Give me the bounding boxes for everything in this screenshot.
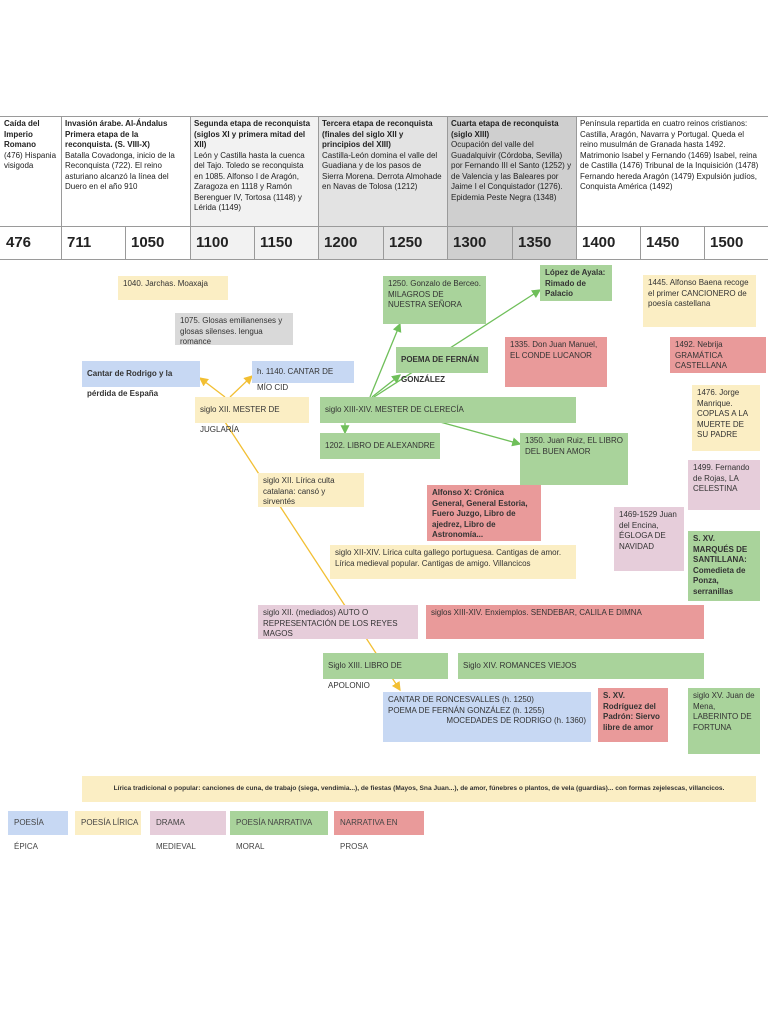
- period-body: (476) Hispania visigoda: [4, 150, 57, 171]
- box-manrique: 1476. Jorge Manrique. COPLAS A LA MUERTE…: [692, 385, 760, 451]
- box-padron: S. XV. Rodríguez del Padrón: Siervo libr…: [598, 688, 668, 742]
- box-apolonio: Siglo XIII. LIBRO DE APOLONIO: [323, 653, 448, 690]
- arrow-clerecia-to-berceo: [369, 322, 402, 398]
- box-berceo: 1250. Gonzalo de Berceo. MILAGROS DE NUE…: [383, 276, 486, 324]
- year-1400: 1400: [576, 226, 640, 260]
- box-catalana: siglo XII. Lírica culta catalana: cansó …: [258, 473, 364, 507]
- box-romances: Siglo XIV. ROMANCES VIEJOS: [458, 653, 704, 679]
- period-third: Tercera etapa de reconquista (finales de…: [318, 116, 447, 226]
- box-gallego: siglo XII-XIV. Lírica culta gallego port…: [330, 545, 576, 579]
- arrow-juglaria-to-rodrigo: [198, 377, 226, 398]
- box-glosas: 1075. Glosas emilianenses y glosas silen…: [175, 313, 293, 346]
- box-rojas: 1499. Fernando de Rojas, LA CELESTINA: [688, 460, 760, 510]
- box-buen-amor: 1350. Juan Ruiz, EL LIBRO DEL BUEN AMOR: [520, 433, 628, 485]
- period-title: Invasión árabe. Al-Ándalus Primera etapa…: [65, 119, 168, 149]
- period-title: Tercera etapa de reconquista (finales de…: [322, 119, 433, 149]
- period-body: Península repartida en cuatro reinos cri…: [580, 119, 759, 191]
- roncesvalles-line-1: CANTAR DE RONCESVALLES (h. 1250): [388, 695, 534, 704]
- year-1050: 1050: [125, 226, 190, 260]
- box-nebrija: 1492. Nebrija GRAMÁTICA CASTELLANA: [670, 337, 766, 373]
- box-encina: 1469-1529 Juan del Encina, ÉGLOGA DE NAV…: [614, 507, 684, 571]
- box-juglaria: siglo XII. MESTER DE JUGLARÍA: [195, 397, 309, 434]
- box-cantar-rodrigo: Cantar de Rodrigo y la pérdida de España: [82, 361, 200, 398]
- period-body: Ocupación del valle del Guadalquivir (Có…: [451, 140, 572, 202]
- year-1200: 1200: [318, 226, 383, 260]
- box-santillana: S. XV. MARQUÉS DE SANTILLANA: Comedieta …: [688, 531, 760, 601]
- box-mio-cid: h. 1140. CANTAR DE MÍO CID: [252, 361, 354, 392]
- legend-epica: POESÍA ÉPICA: [8, 811, 68, 851]
- box-baena: 1445. Alfonso Baena recoge el primer CAN…: [643, 275, 756, 327]
- year-711: 711: [61, 226, 125, 260]
- box-ayala: López de Ayala: Rimado de Palacio: [540, 265, 612, 301]
- legend-lirica: POESÍA LÍRICA: [75, 811, 141, 835]
- arrow-clerecia-to-ayala: [373, 289, 542, 398]
- year-1500: 1500: [704, 226, 768, 260]
- box-alexandre: 1202. LIBRO DE ALEXANDRE: [320, 433, 440, 459]
- year-1300: 1300: [447, 226, 512, 260]
- roncesvalles-line-3: MOCEDADES DE RODRIGO (h. 1360): [446, 716, 586, 725]
- year-1450: 1450: [640, 226, 704, 260]
- arrow-clerecia-to-buenamor: [439, 421, 522, 447]
- year-1150: 1150: [254, 226, 318, 260]
- box-enxiemplos: siglos XIII-XIV. Enxiemplos. SENDEBAR, C…: [426, 605, 704, 639]
- period-body: León y Castilla hasta la cuenca del Tajo…: [194, 150, 305, 213]
- period-body: Batalla Covadonga, inicio de la Reconqui…: [65, 150, 175, 192]
- period-title: Segunda etapa de reconquista (siglos XI …: [194, 119, 311, 149]
- year-1350: 1350: [512, 226, 576, 260]
- box-jarchas: 1040. Jarchas. Moaxaja: [118, 276, 228, 300]
- legend-drama: DRAMA MEDIEVAL: [150, 811, 226, 851]
- period-arab: Invasión árabe. Al-Ándalus Primera etapa…: [61, 116, 190, 226]
- period-second: Segunda etapa de reconquista (siglos XI …: [190, 116, 318, 226]
- period-fifth: Península repartida en cuatro reinos cri…: [576, 116, 768, 226]
- period-fourth: Cuarta etapa de reconquista (siglo XIII)…: [447, 116, 576, 226]
- year-1250: 1250: [383, 226, 447, 260]
- box-lirica-tradicional: Lírica tradicional o popular: canciones …: [82, 776, 756, 802]
- box-reyes-magos: siglo XII. (mediados) AUTO O REPRESENTAC…: [258, 605, 418, 639]
- period-title: Caída del Imperio Romano: [4, 119, 40, 149]
- box-poema-fg: POEMA DE FERNÁN GONZÁLEZ: [396, 347, 488, 384]
- period-title: Cuarta etapa de reconquista (siglo XIII): [451, 119, 559, 139]
- arrow-clerecia-to-fg: [371, 374, 402, 398]
- legend-moral: POESÍA NARRATIVA MORAL: [230, 811, 328, 851]
- arrow-juglaria-to-roncesvalles: [224, 421, 401, 692]
- arrow-juglaria-to-miocid: [229, 375, 253, 398]
- box-mena: siglo XV. Juan de Mena, LABERINTO DE FOR…: [688, 688, 760, 754]
- year-476: 476: [0, 226, 61, 260]
- period-body: Castilla-León domina el valle del Guadia…: [322, 150, 442, 192]
- box-roncesvalles: CANTAR DE RONCESVALLES (h. 1250) POEMA D…: [383, 692, 591, 742]
- legend-prosa: NARRATIVA EN PROSA: [334, 811, 424, 851]
- box-juan-manuel: 1335. Don Juan Manuel, EL CONDE LUCANOR: [505, 337, 607, 387]
- box-clerecia: siglo XIII-XIV. MESTER DE CLERECÍA: [320, 397, 576, 423]
- year-1100: 1100: [190, 226, 254, 260]
- period-roman: Caída del Imperio Romano (476) Hispania …: [0, 116, 61, 226]
- roncesvalles-line-2: POEMA DE FERNÁN GONZÁLEZ (h. 1255): [388, 705, 545, 715]
- box-alfonso-x: Alfonso X: Crónica General, General Esto…: [427, 485, 541, 541]
